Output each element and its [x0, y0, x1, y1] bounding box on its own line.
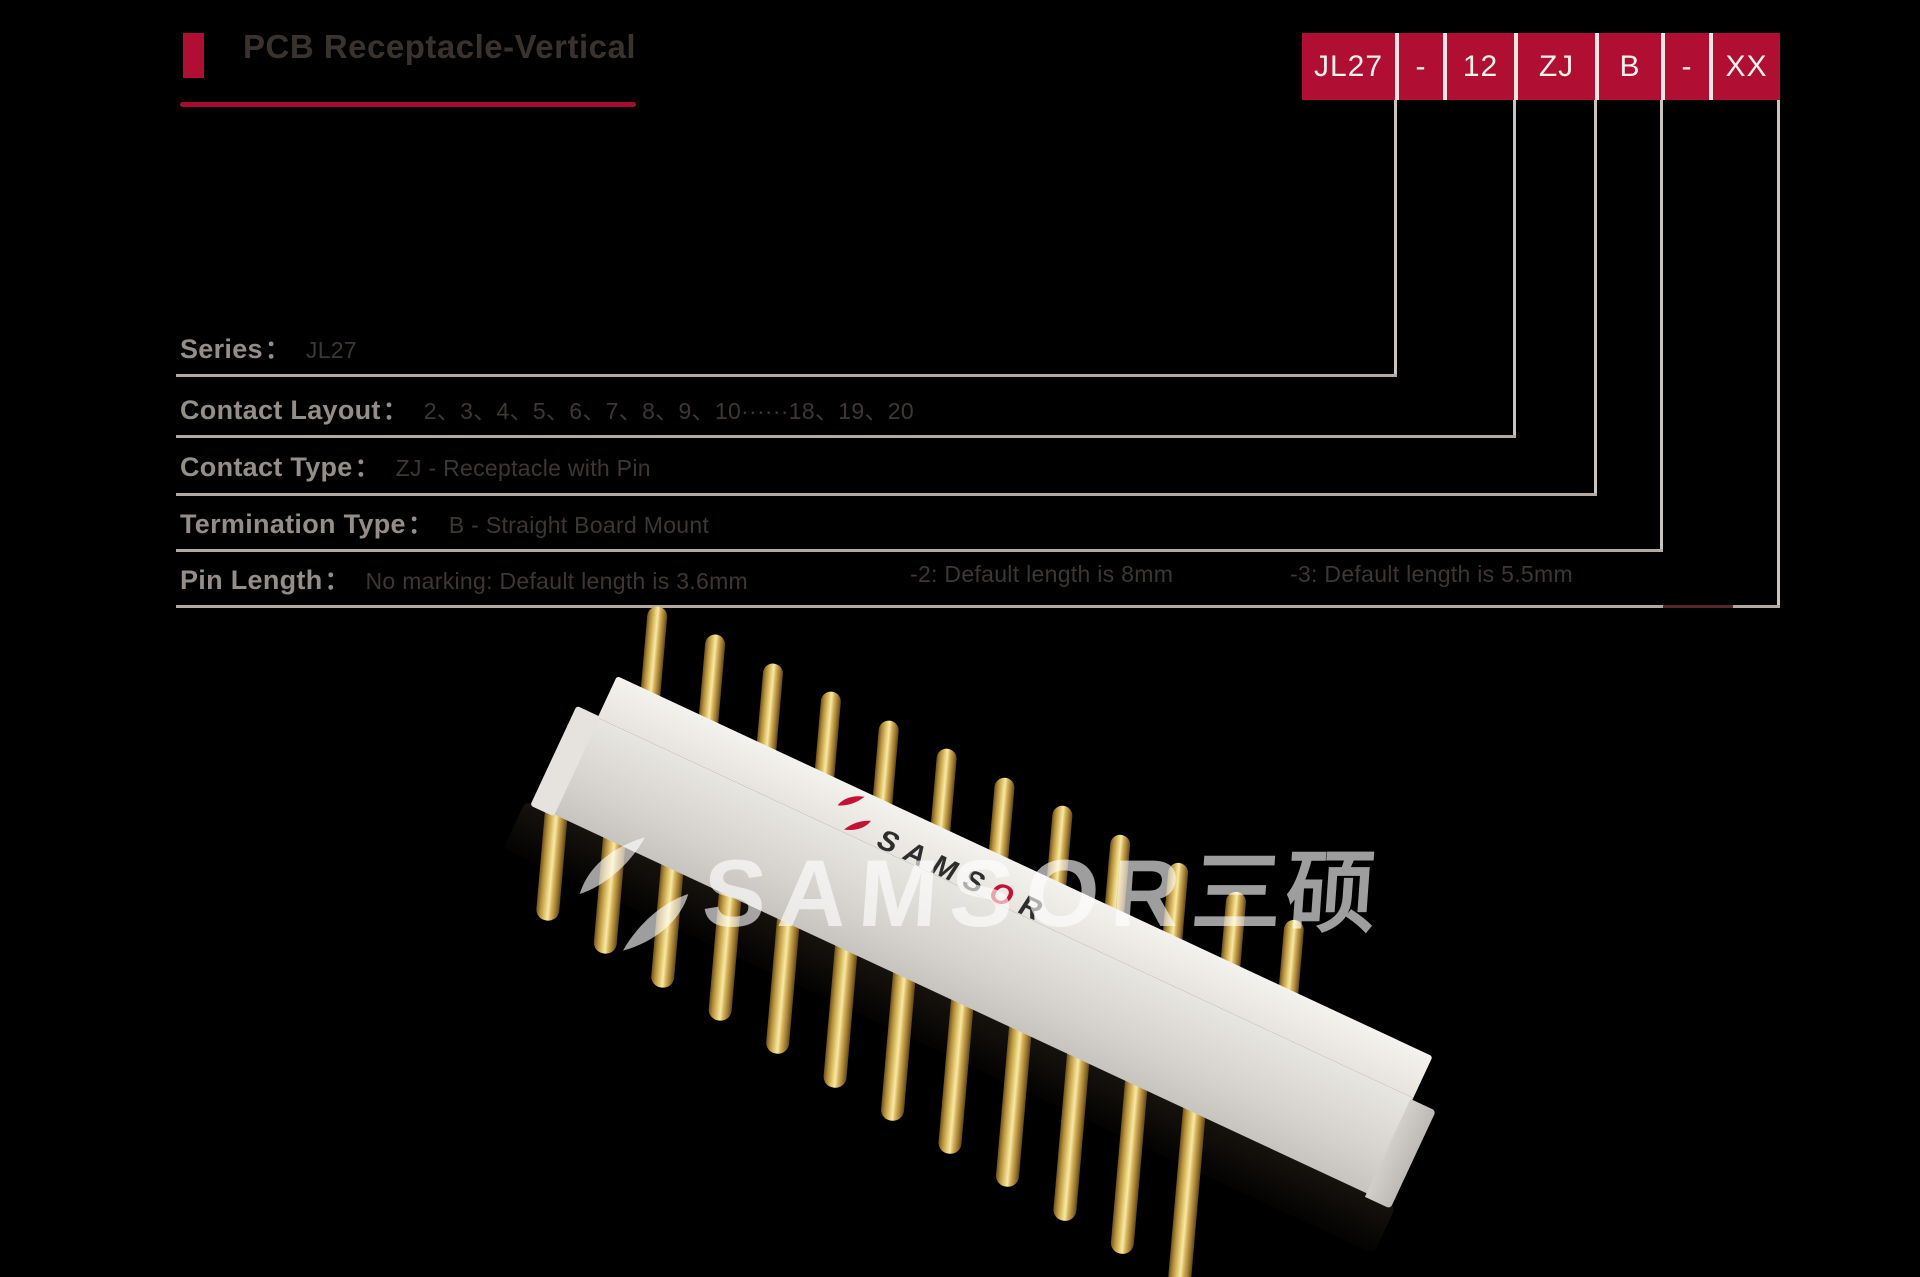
- series-value: JL27: [305, 337, 357, 363]
- part-number-segment-dash2: -: [1665, 33, 1709, 100]
- connector-pin-top: [871, 719, 900, 810]
- label-colon: ：: [324, 567, 350, 595]
- part-number-separator: [1661, 33, 1665, 100]
- part-number-separator: [1443, 33, 1447, 100]
- spec-row-series: Series ： JL27: [180, 330, 1780, 366]
- page-title: PCB Receptacle-Vertical: [243, 28, 637, 65]
- contact-type-label: Contact Type: [180, 452, 353, 482]
- label-colon: ：: [382, 397, 408, 425]
- part-number-segment-pin-length: XX: [1713, 33, 1780, 100]
- connector-pin-top: [755, 662, 784, 756]
- pin-length-option-default: No marking: Default length is 3.6mm: [365, 568, 748, 594]
- pin-length-label: Pin Length: [180, 565, 323, 595]
- watermark-logo-icon: [579, 837, 689, 951]
- row-rule-series: [176, 374, 1397, 377]
- connector-pin-top: [813, 690, 842, 783]
- part-number-segment-series: JL27: [1302, 33, 1395, 100]
- part-number-segment-termination: B: [1599, 33, 1661, 100]
- connector-product-image: SAMSOR: [503, 605, 1436, 1277]
- connector-line-contact-layout: [1513, 100, 1516, 438]
- contact-layout-label: Contact Layout: [180, 395, 381, 425]
- part-number-separator: [1709, 33, 1713, 100]
- connector-pin-top: [639, 605, 669, 702]
- label-colon: ：: [264, 336, 290, 364]
- connector-pin-top: [697, 633, 726, 729]
- part-number-segment-layout: 12: [1447, 33, 1514, 100]
- watermark: SAMSOR 三硕: [571, 833, 1385, 955]
- connector-line-contact-type: [1594, 100, 1597, 496]
- spec-row-pin-length: Pin Length ： No marking: Default length …: [180, 561, 1780, 597]
- row-rule-contact-layout: [176, 435, 1516, 438]
- part-number-separator: [1595, 33, 1599, 100]
- label-colon: ：: [354, 454, 380, 482]
- spec-row-termination-type: Termination Type ： B - Straight Board Mo…: [180, 505, 1780, 541]
- watermark-cjk-text: 三硕: [1188, 844, 1384, 944]
- label-colon: ：: [407, 511, 433, 539]
- series-label: Series: [180, 334, 263, 364]
- title-underline: [180, 102, 636, 107]
- spec-row-contact-layout: Contact Layout ： 2、3、4、5、6、7、8、9、10·····…: [180, 391, 1780, 427]
- row-rule-pin-length: [176, 605, 1780, 608]
- connector-line-pin-length: [1777, 100, 1780, 608]
- pin-length-option-2: -2: Default length is 8mm: [910, 561, 1174, 587]
- row-rule-contact-type: [176, 493, 1597, 496]
- termination-type-value: B - Straight Board Mount: [448, 512, 710, 538]
- watermark-brand-text: SAMSOR: [699, 840, 1196, 947]
- part-number-row: JL27 - 12 ZJ B - XX: [1302, 33, 1780, 100]
- part-number-separator: [1395, 33, 1399, 100]
- connector-line-series: [1394, 100, 1397, 377]
- title-accent-square: [183, 33, 204, 78]
- connector-line-termination: [1660, 100, 1663, 552]
- termination-type-label: Termination Type: [180, 509, 406, 539]
- part-number-separator: [1514, 33, 1518, 100]
- contact-layout-value: 2、3、4、5、6、7、8、9、10······18、19、20: [423, 398, 914, 424]
- spec-row-contact-type: Contact Type ： ZJ - Receptacle with Pin: [180, 448, 1780, 484]
- row-rule-termination: [176, 549, 1663, 552]
- part-number-segment-contact-type: ZJ: [1518, 33, 1595, 100]
- rule-red-segment: [1663, 605, 1733, 608]
- contact-type-value: ZJ - Receptacle with Pin: [395, 455, 651, 481]
- samsor-logo-icon: [837, 796, 871, 830]
- pin-length-option-3: -3: Default length is 5.5mm: [1290, 561, 1573, 587]
- part-number-segment-dash1: -: [1399, 33, 1443, 100]
